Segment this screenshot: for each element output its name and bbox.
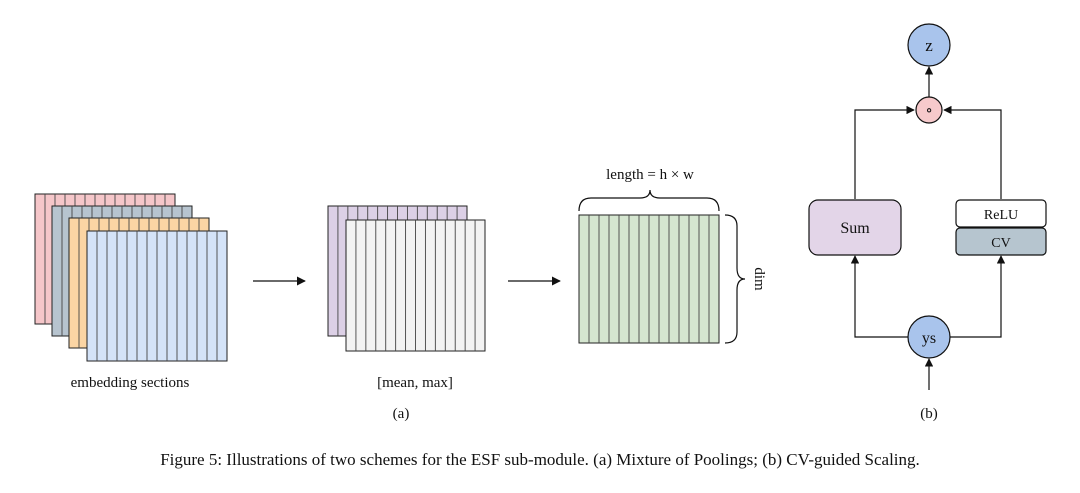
relu-box: ReLU — [955, 199, 1047, 228]
mean-max-label: [mean, max] — [377, 375, 453, 391]
relu-label: ReLU — [984, 208, 1018, 223]
dim-label: dim — [751, 267, 767, 291]
sum-label: Sum — [840, 220, 870, 237]
pooled-layer-white — [345, 219, 486, 352]
panel-a-label: (a) — [393, 406, 410, 422]
edge-sum-to-hadamard — [854, 105, 915, 199]
sum-box: Sum — [808, 199, 902, 256]
cv-box: CV — [955, 227, 1047, 256]
output-feature-grid — [578, 214, 720, 344]
length-label: length = h × w — [606, 167, 694, 183]
edge-ys-to-sum — [850, 255, 908, 338]
length-brace — [578, 189, 720, 212]
node-ys: ys — [907, 315, 951, 359]
output-layer-green — [578, 214, 720, 344]
dim-brace — [724, 214, 746, 344]
figure-caption: Figure 5: Illustrations of two schemes f… — [160, 450, 920, 469]
pooled-features-stack — [327, 205, 486, 352]
node-z: z — [907, 23, 951, 67]
embedding-sections-stack — [34, 193, 228, 362]
panel-b-label: (b) — [920, 406, 938, 422]
node-z-label: z — [925, 36, 933, 55]
node-ys-label: ys — [922, 330, 936, 347]
hadamard-symbol: ∘ — [925, 103, 932, 119]
edge-relu-to-hadamard — [943, 105, 1002, 199]
node-hadamard: ∘ — [915, 96, 943, 124]
embedding-layer-blue — [86, 230, 228, 362]
embedding-sections-label: embedding sections — [71, 375, 190, 391]
cv-label: CV — [991, 236, 1010, 251]
edge-ys-to-cv — [950, 255, 1006, 338]
